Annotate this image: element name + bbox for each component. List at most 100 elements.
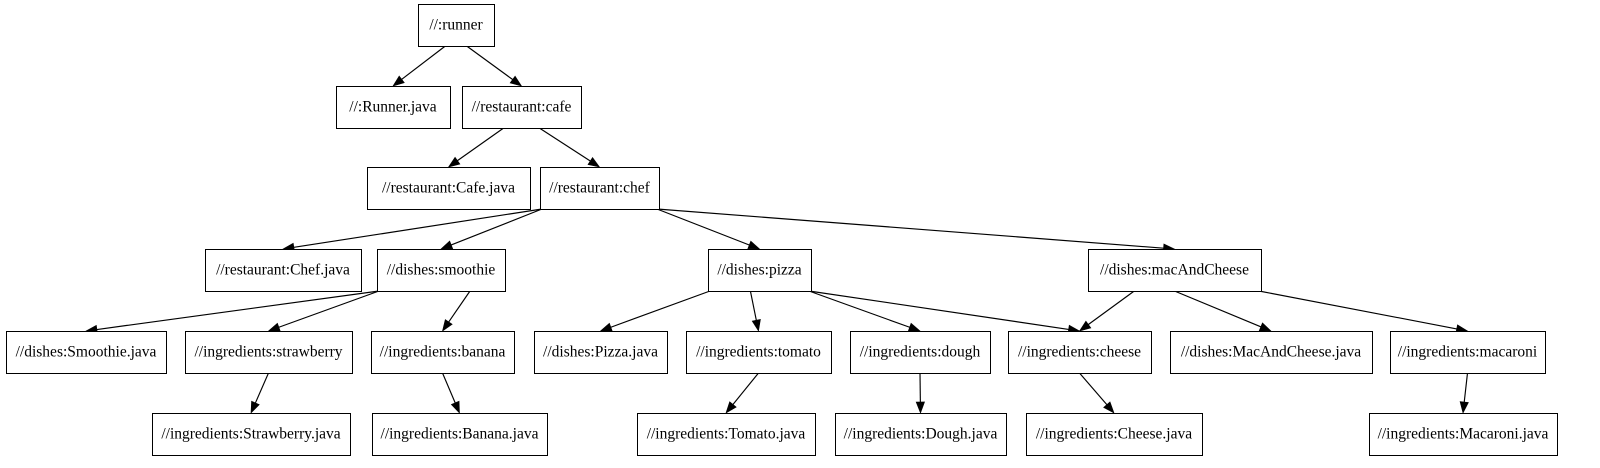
graph-edge-arrowhead xyxy=(1459,401,1469,414)
graph-node-dishes_pizza_java[interactable]: //dishes:Pizza.java xyxy=(534,331,668,374)
graph-node-label: //ingredients:Strawberry.java xyxy=(161,426,340,443)
graph-node-label: //dishes:Pizza.java xyxy=(543,344,658,361)
graph-node-label: //dishes:macAndCheese xyxy=(1100,262,1249,279)
graph-edge xyxy=(293,208,543,248)
graph-node-label: //ingredients:cheese xyxy=(1018,344,1141,361)
graph-node-label: //:runner xyxy=(429,17,483,34)
graph-node-label: //ingredients:tomato xyxy=(696,344,821,361)
graph-node-dishes_macandcheese[interactable]: //dishes:macAndCheese xyxy=(1088,249,1262,292)
node-layer: //:runner //:Runner.java //restaurant:cafe… xyxy=(6,4,1558,456)
graph-edge xyxy=(1079,372,1108,406)
graph-node-box[interactable] xyxy=(534,331,668,374)
graph-node-ing_banana_java[interactable]: //ingredients:Banana.java xyxy=(372,413,548,456)
graph-node-ing_tomato_java[interactable]: //ingredients:Tomato.java xyxy=(637,413,816,456)
graph-node-box[interactable] xyxy=(1008,331,1152,374)
graph-node-label: //dishes:Smoothie.java xyxy=(16,344,157,361)
graph-node-box[interactable] xyxy=(336,86,451,129)
graph-node-ing_dough_java[interactable]: //ingredients:Dough.java xyxy=(835,413,1007,456)
graph-node-label: //restaurant:chef xyxy=(549,180,651,197)
graph-node-ing_tomato[interactable]: //ingredients:tomato xyxy=(686,331,832,374)
graph-node-box[interactable] xyxy=(185,331,353,374)
graph-node-label: //ingredients:Tomato.java xyxy=(647,426,806,443)
graph-node-restaurant_chef_java[interactable]: //restaurant:Chef.java xyxy=(205,249,362,292)
graph-edge-arrowhead xyxy=(751,319,761,332)
graph-edge-arrowhead xyxy=(725,401,737,414)
graph-node-ing_dough[interactable]: //ingredients:dough xyxy=(850,331,991,374)
graph-edge-arrowhead xyxy=(450,400,460,414)
graph-edge-arrowhead xyxy=(747,240,761,250)
graph-edge-arrowhead xyxy=(599,322,613,332)
graph-node-dishes_macandcheese_java[interactable]: //dishes:MacAndCheese.java xyxy=(1170,331,1373,374)
graph-node-dishes_smoothie[interactable]: //dishes:smoothie xyxy=(377,249,506,292)
graph-node-restaurant_cafe_java[interactable]: //restaurant:Cafe.java xyxy=(367,167,531,210)
graph-node-box[interactable] xyxy=(1170,331,1373,374)
graph-node-label: //ingredients:strawberry xyxy=(194,344,342,361)
graph-edge xyxy=(451,208,543,246)
graph-edge xyxy=(457,127,505,162)
graph-edge-arrowhead xyxy=(392,75,405,87)
graph-node-label: //restaurant:Cafe.java xyxy=(382,180,515,197)
graph-edge-arrowhead xyxy=(509,75,523,87)
graph-node-ing_macaroni_java[interactable]: //ingredients:Macaroni.java xyxy=(1369,413,1558,456)
graph-node-ing_cheese_java[interactable]: //ingredients:Cheese.java xyxy=(1026,413,1203,456)
graph-node-label: //restaurant:Chef.java xyxy=(216,262,350,279)
graph-edge xyxy=(96,290,380,331)
graph-node-ing_cheese[interactable]: //ingredients:cheese xyxy=(1008,331,1152,374)
graph-edge-arrowhead xyxy=(1078,320,1092,332)
graph-edge-arrowhead xyxy=(915,401,925,414)
graph-node-label: //dishes:MacAndCheese.java xyxy=(1181,344,1361,361)
graph-node-box[interactable] xyxy=(1369,413,1558,456)
graph-node-box[interactable] xyxy=(850,331,991,374)
graph-node-box[interactable] xyxy=(372,413,548,456)
graph-edge xyxy=(278,290,380,328)
graph-node-label: //ingredients:Macaroni.java xyxy=(1378,426,1549,443)
graph-node-box[interactable] xyxy=(377,249,506,292)
graph-node-runner[interactable]: //:runner xyxy=(418,4,495,47)
graph-node-box[interactable] xyxy=(835,413,1007,456)
graph-node-box[interactable] xyxy=(1026,413,1203,456)
graph-node-box[interactable] xyxy=(540,167,660,210)
graph-node-restaurant_cafe[interactable]: //restaurant:cafe xyxy=(462,86,582,129)
graph-edge xyxy=(749,290,757,321)
graph-edge-arrowhead xyxy=(447,156,461,168)
graph-node-label: //ingredients:macaroni xyxy=(1398,344,1538,361)
graph-node-box[interactable] xyxy=(686,331,832,374)
graph-node-ing_strawberry_java[interactable]: //ingredients:Strawberry.java xyxy=(152,413,351,456)
graph-node-box[interactable] xyxy=(205,249,362,292)
graph-edge-arrowhead xyxy=(250,400,260,414)
graph-edge xyxy=(441,372,456,404)
graph-edge-arrowhead xyxy=(442,319,453,332)
graph-edge xyxy=(448,290,471,323)
graph-edge xyxy=(808,290,910,328)
graph-node-label: //ingredients:dough xyxy=(860,344,981,361)
graph-node-box[interactable] xyxy=(637,413,816,456)
graph-node-label: //ingredients:Dough.java xyxy=(844,426,998,443)
graph-node-box[interactable] xyxy=(152,413,351,456)
graph-edge-arrowhead xyxy=(440,240,454,250)
graph-node-box[interactable] xyxy=(462,86,582,129)
graph-node-dishes_smoothie_java[interactable]: //dishes:Smoothie.java xyxy=(6,331,167,374)
graph-node-runner_java[interactable]: //:Runner.java xyxy=(336,86,451,129)
graph-node-box[interactable] xyxy=(708,249,812,292)
graph-node-box[interactable] xyxy=(367,167,531,210)
graph-node-box[interactable] xyxy=(1088,249,1262,292)
graph-node-box[interactable] xyxy=(6,331,167,374)
graph-node-box[interactable] xyxy=(371,331,515,374)
graph-node-restaurant_chef[interactable]: //restaurant:chef xyxy=(540,167,660,210)
graph-node-ing_banana[interactable]: //ingredients:banana xyxy=(371,331,515,374)
graph-node-label: //dishes:pizza xyxy=(717,262,801,279)
graph-node-ing_strawberry[interactable]: //ingredients:strawberry xyxy=(185,331,353,374)
graph-node-label: //ingredients:banana xyxy=(380,344,506,361)
graph-node-box[interactable] xyxy=(1390,331,1546,374)
graph-node-box[interactable] xyxy=(418,4,495,47)
graph-node-ing_macaroni[interactable]: //ingredients:macaroni xyxy=(1390,331,1546,374)
graph-edge xyxy=(401,45,446,80)
graph-node-label: //ingredients:Cheese.java xyxy=(1036,426,1192,443)
graph-node-dishes_pizza[interactable]: //dishes:pizza xyxy=(708,249,812,292)
graph-edge xyxy=(539,127,591,162)
graph-edge-arrowhead xyxy=(1258,322,1272,332)
graph-edge xyxy=(466,45,513,80)
graph-edge xyxy=(254,372,270,404)
